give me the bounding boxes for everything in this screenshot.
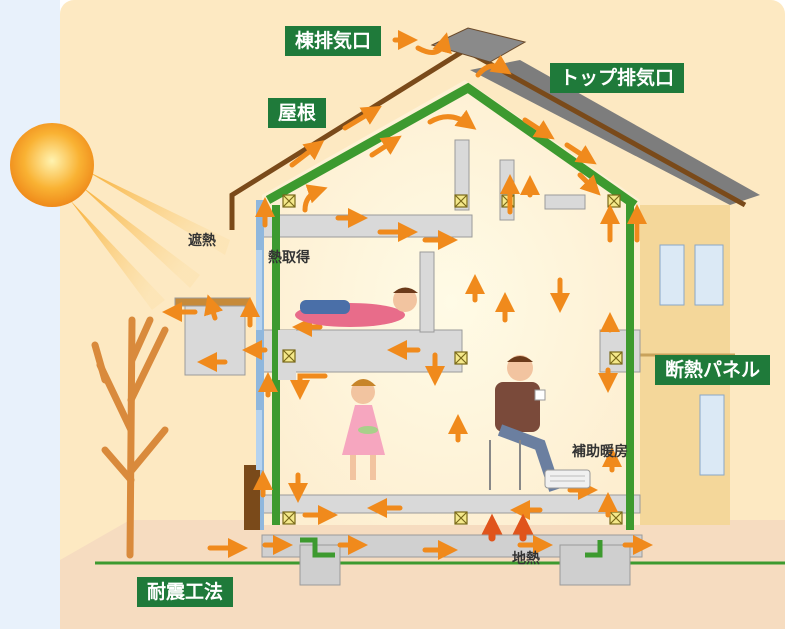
heat-shield-label: 遮熱 [188,233,216,249]
roof-frame [229,47,747,230]
ridge-vent-cap [430,27,527,63]
aux-heating-label: 補助暖房 [572,444,628,460]
left-side-panel [0,0,60,629]
geothermal-arrows [481,513,534,542]
ground-heat-label: 地熱 [512,551,540,567]
heater-icon [544,469,591,489]
person-lying-icon [295,287,418,327]
person-sitting-icon [489,355,561,492]
insulation-panel-label: 断熱パネル [655,355,771,385]
roof-label: 屋根 [268,98,327,128]
quake-method-label: 耐震工法 [137,577,234,607]
person-girl-icon [342,379,385,480]
top-vent-label: トップ排気口 [550,63,685,93]
tree-icon [91,316,169,559]
airflow-arrows [162,30,653,560]
vent-boxes [282,194,623,525]
heat-gain-label: 熱取得 [268,250,310,266]
windows [256,250,262,470]
sun-icon [10,123,230,310]
ridge-vent-label: 棟排気口 [285,26,382,56]
